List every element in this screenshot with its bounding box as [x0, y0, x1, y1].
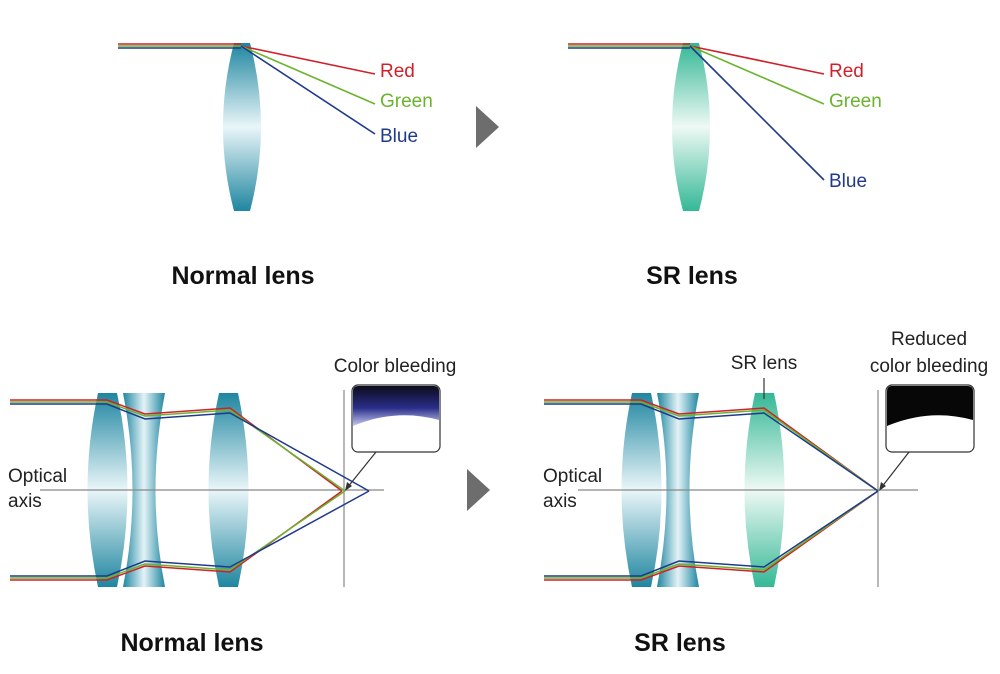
- callout-pointer: [346, 451, 377, 489]
- reduced-bleeding-label-1: Reduced: [891, 329, 967, 350]
- optical-axis-label-1: Optical: [543, 466, 602, 487]
- sr-single-lens: [672, 43, 710, 211]
- caption-top-right: SR lens: [646, 262, 738, 290]
- reduced-bleeding-label-2: color bleeding: [870, 356, 988, 377]
- ray-green-upper: [544, 401, 879, 492]
- label-red: Red: [829, 61, 864, 82]
- color-bleeding-image: [351, 384, 441, 453]
- label-red: Red: [380, 61, 415, 82]
- ray-green-out: [240, 45, 376, 105]
- ray-blue-out: [240, 45, 376, 135]
- bottom-right-panel: Optical axis SR lens Reduced color bleed…: [543, 329, 988, 657]
- ray-red-upper: [544, 399, 879, 492]
- ray-green-out: [689, 45, 825, 105]
- caption-bottom-left: Normal lens: [120, 629, 263, 657]
- triangle-right-icon: [467, 469, 490, 511]
- top-right-panel: Red Green Blue SR lens: [568, 43, 882, 290]
- label-blue: Blue: [829, 171, 867, 192]
- ray-blue-lower: [544, 490, 879, 577]
- triangle-right-icon: [476, 106, 499, 148]
- color-bleeding-label: Color bleeding: [334, 356, 457, 377]
- single-convex-lens: [223, 43, 261, 211]
- ray-red-lower: [544, 490, 879, 581]
- ray-green-lower: [10, 490, 346, 579]
- optical-axis-label-1: Optical: [8, 466, 67, 487]
- bottom-left-panel: Optical axis Color bleeding Normal lens: [8, 356, 456, 657]
- caption-top-left: Normal lens: [171, 262, 314, 290]
- ray-blue-out: [689, 45, 825, 181]
- reduced-bleeding-image: [885, 384, 975, 453]
- optical-axis-label-2: axis: [8, 491, 42, 512]
- label-green: Green: [380, 91, 433, 112]
- callout-pointer: [880, 451, 910, 489]
- label-blue: Blue: [380, 126, 418, 147]
- ray-red-out: [240, 45, 376, 75]
- label-green: Green: [829, 91, 882, 112]
- top-left-panel: Red Green Blue Normal lens: [118, 43, 433, 290]
- ray-green-lower: [544, 490, 879, 579]
- callout-arrowhead: [879, 482, 886, 491]
- ray-blue-upper: [544, 403, 879, 492]
- ray-green-upper: [10, 401, 346, 492]
- caption-bottom-right: SR lens: [634, 629, 726, 657]
- sr-lens-label: SR lens: [731, 353, 798, 374]
- optical-axis-label-2: axis: [543, 491, 577, 512]
- ray-blue-upper: [10, 403, 370, 492]
- callout-arrowhead: [345, 482, 352, 491]
- ray-red-out: [689, 45, 825, 75]
- ray-blue-lower: [10, 490, 370, 577]
